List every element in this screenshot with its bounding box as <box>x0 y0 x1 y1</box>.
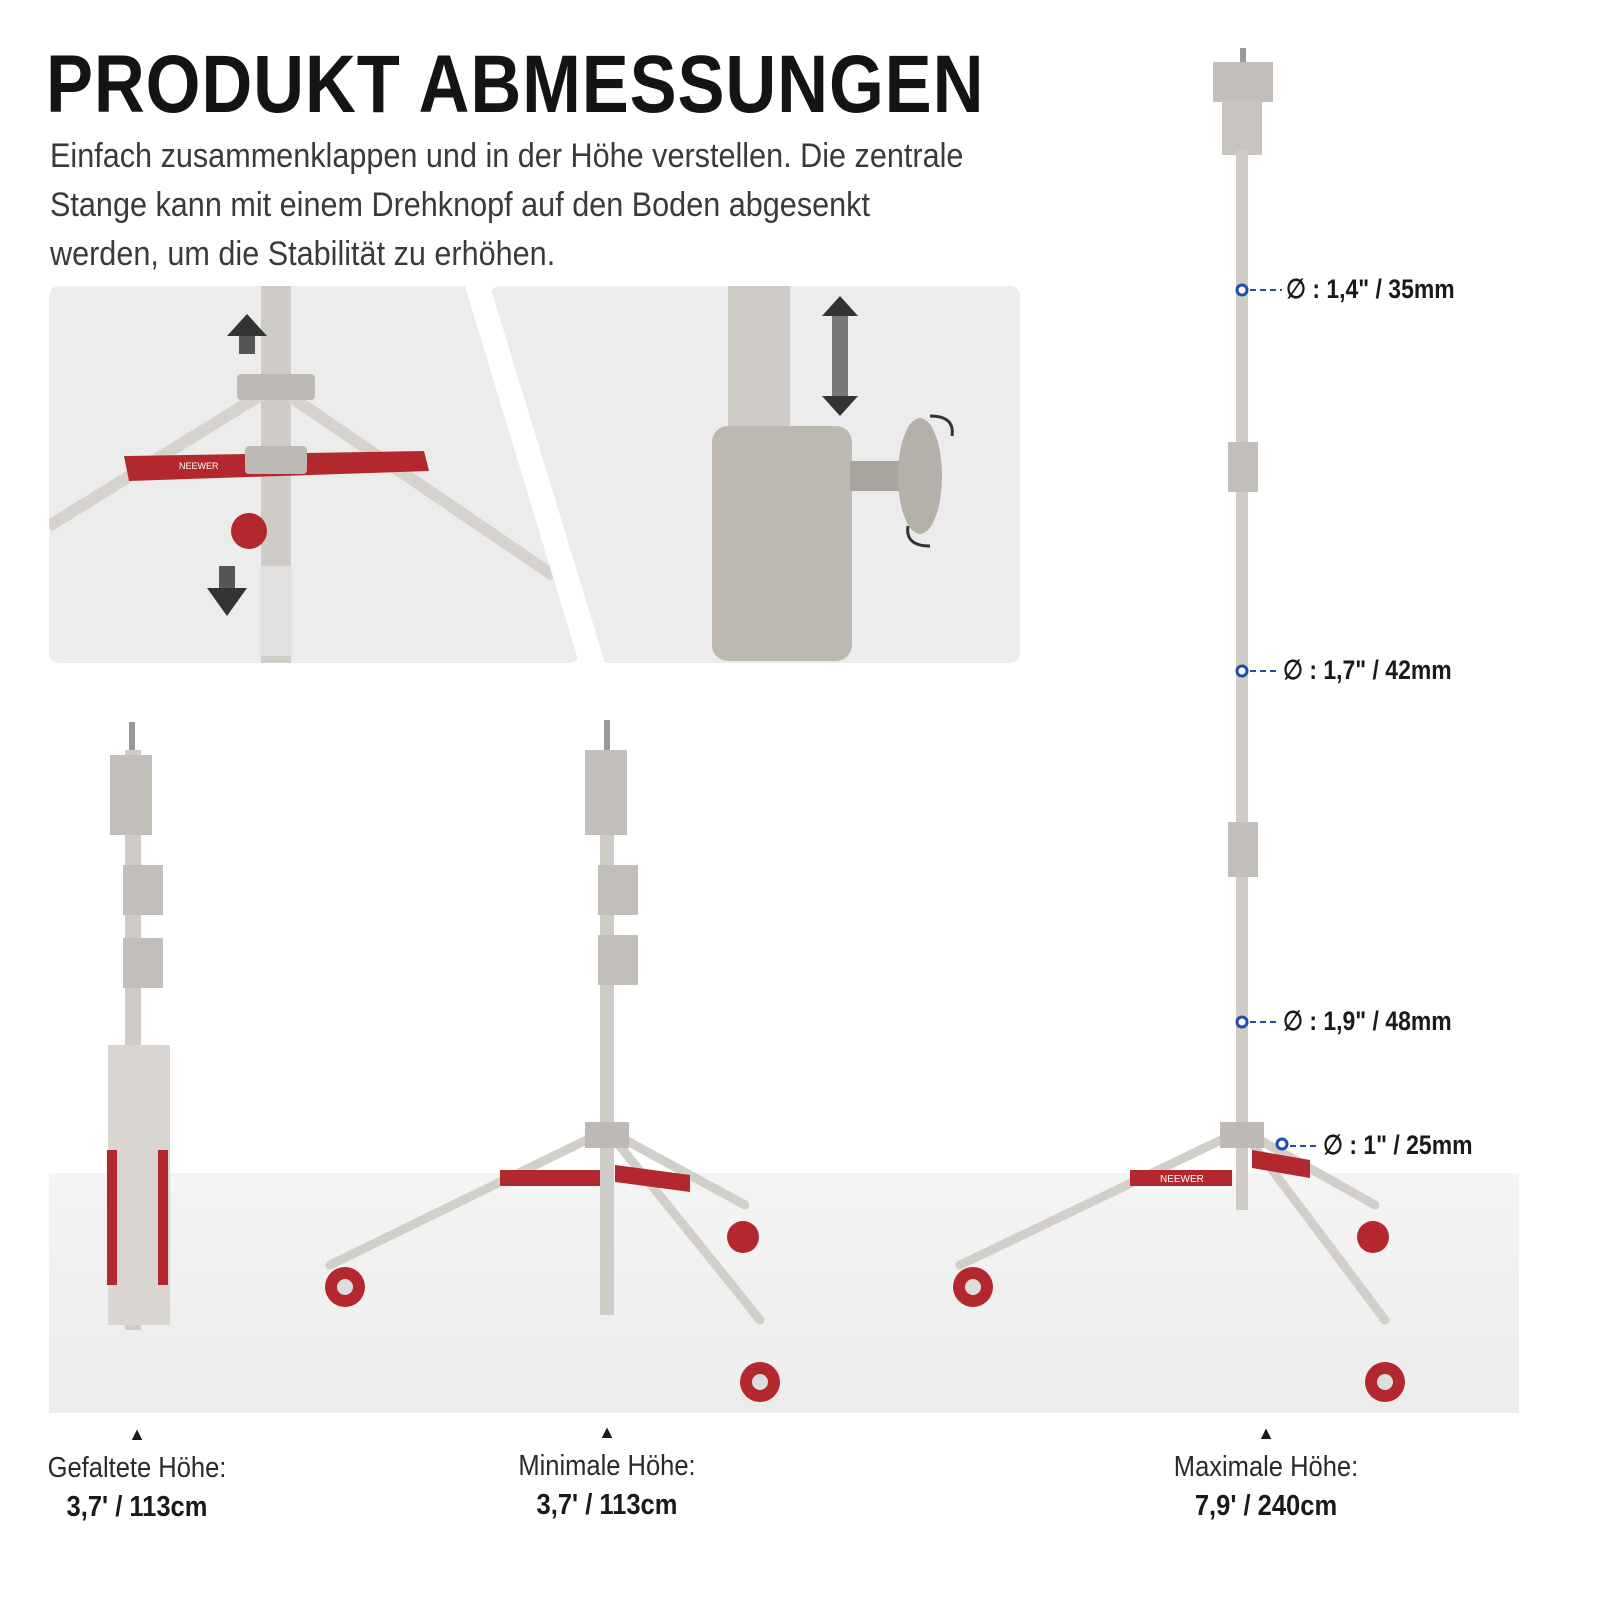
rotate-icon <box>906 525 931 548</box>
description-line: werden, um die Stabilität zu erhöhen. <box>50 235 556 273</box>
description-line: Einfach zusammenklappen und in der Höhe … <box>50 137 964 175</box>
leg-lock-illustration: NEEWER <box>49 286 558 663</box>
stand-maximum: NEEWER <box>953 48 1405 1402</box>
stand-minimum <box>325 720 780 1402</box>
caption-label: Minimale Höhe: <box>518 1450 696 1482</box>
caption-maximum-height: ▲ Maximale Höhe: 7,9' / 240cm <box>1116 1423 1416 1523</box>
brand-logo: NEEWER <box>179 461 219 471</box>
up-triangle-icon: ▲ <box>128 1424 146 1444</box>
diameter-label: ∅ : 1,9" / 48mm <box>1283 1006 1452 1036</box>
knob-shaft <box>850 461 900 491</box>
up-triangle-icon: ▲ <box>598 1422 616 1442</box>
center-pole <box>728 286 790 446</box>
clamp <box>237 374 315 400</box>
diameter-label: ∅ : 1,7" / 42mm <box>1283 655 1452 685</box>
knob-illustration <box>712 286 954 661</box>
arrow-down-icon <box>207 566 247 616</box>
description-line: Stange kann mit einem Drehknopf auf den … <box>50 186 870 224</box>
caption-minimum-height: ▲ Minimale Höhe: 3,7' / 113cm <box>457 1422 757 1522</box>
lowered-pole <box>259 566 293 656</box>
caption-label: Gefaltete Höhe: <box>47 1452 227 1484</box>
stand-folded <box>107 722 170 1330</box>
clamp <box>245 446 307 474</box>
up-triangle-icon: ▲ <box>1257 1423 1275 1443</box>
floor-backdrop <box>49 1173 1519 1413</box>
caption-value: 3,7' / 113cm <box>66 1491 208 1523</box>
arrow-up-icon <box>227 314 267 354</box>
rotation-knob <box>898 418 942 534</box>
leg <box>271 381 558 581</box>
page-title: PRODUKT ABMESSUNGEN <box>46 39 985 130</box>
brand-logo: NEEWER <box>1160 1174 1204 1185</box>
caption-label: Maximale Höhe: <box>1173 1451 1359 1483</box>
caption-value: 7,9' / 240cm <box>1194 1490 1338 1522</box>
caption-folded-height: ▲ Gefaltete Höhe: 3,7' / 113cm <box>0 1424 287 1524</box>
diameter-label: ∅ : 1" / 25mm <box>1323 1130 1473 1160</box>
collar <box>712 426 852 661</box>
arrow-up-down-icon <box>822 296 858 416</box>
detail-panel-knob <box>490 286 1020 663</box>
description: Einfach zusammenklappen und in der Höhe … <box>50 132 1040 279</box>
wheel <box>231 513 267 549</box>
caption-value: 3,7' / 113cm <box>536 1489 678 1521</box>
diameter-label: ∅ : 1,4" / 35mm <box>1286 274 1455 304</box>
diameter-markers <box>1235 283 1320 1151</box>
rotate-icon <box>929 414 954 437</box>
detail-panel-leg-lock: NEEWER <box>49 286 579 663</box>
